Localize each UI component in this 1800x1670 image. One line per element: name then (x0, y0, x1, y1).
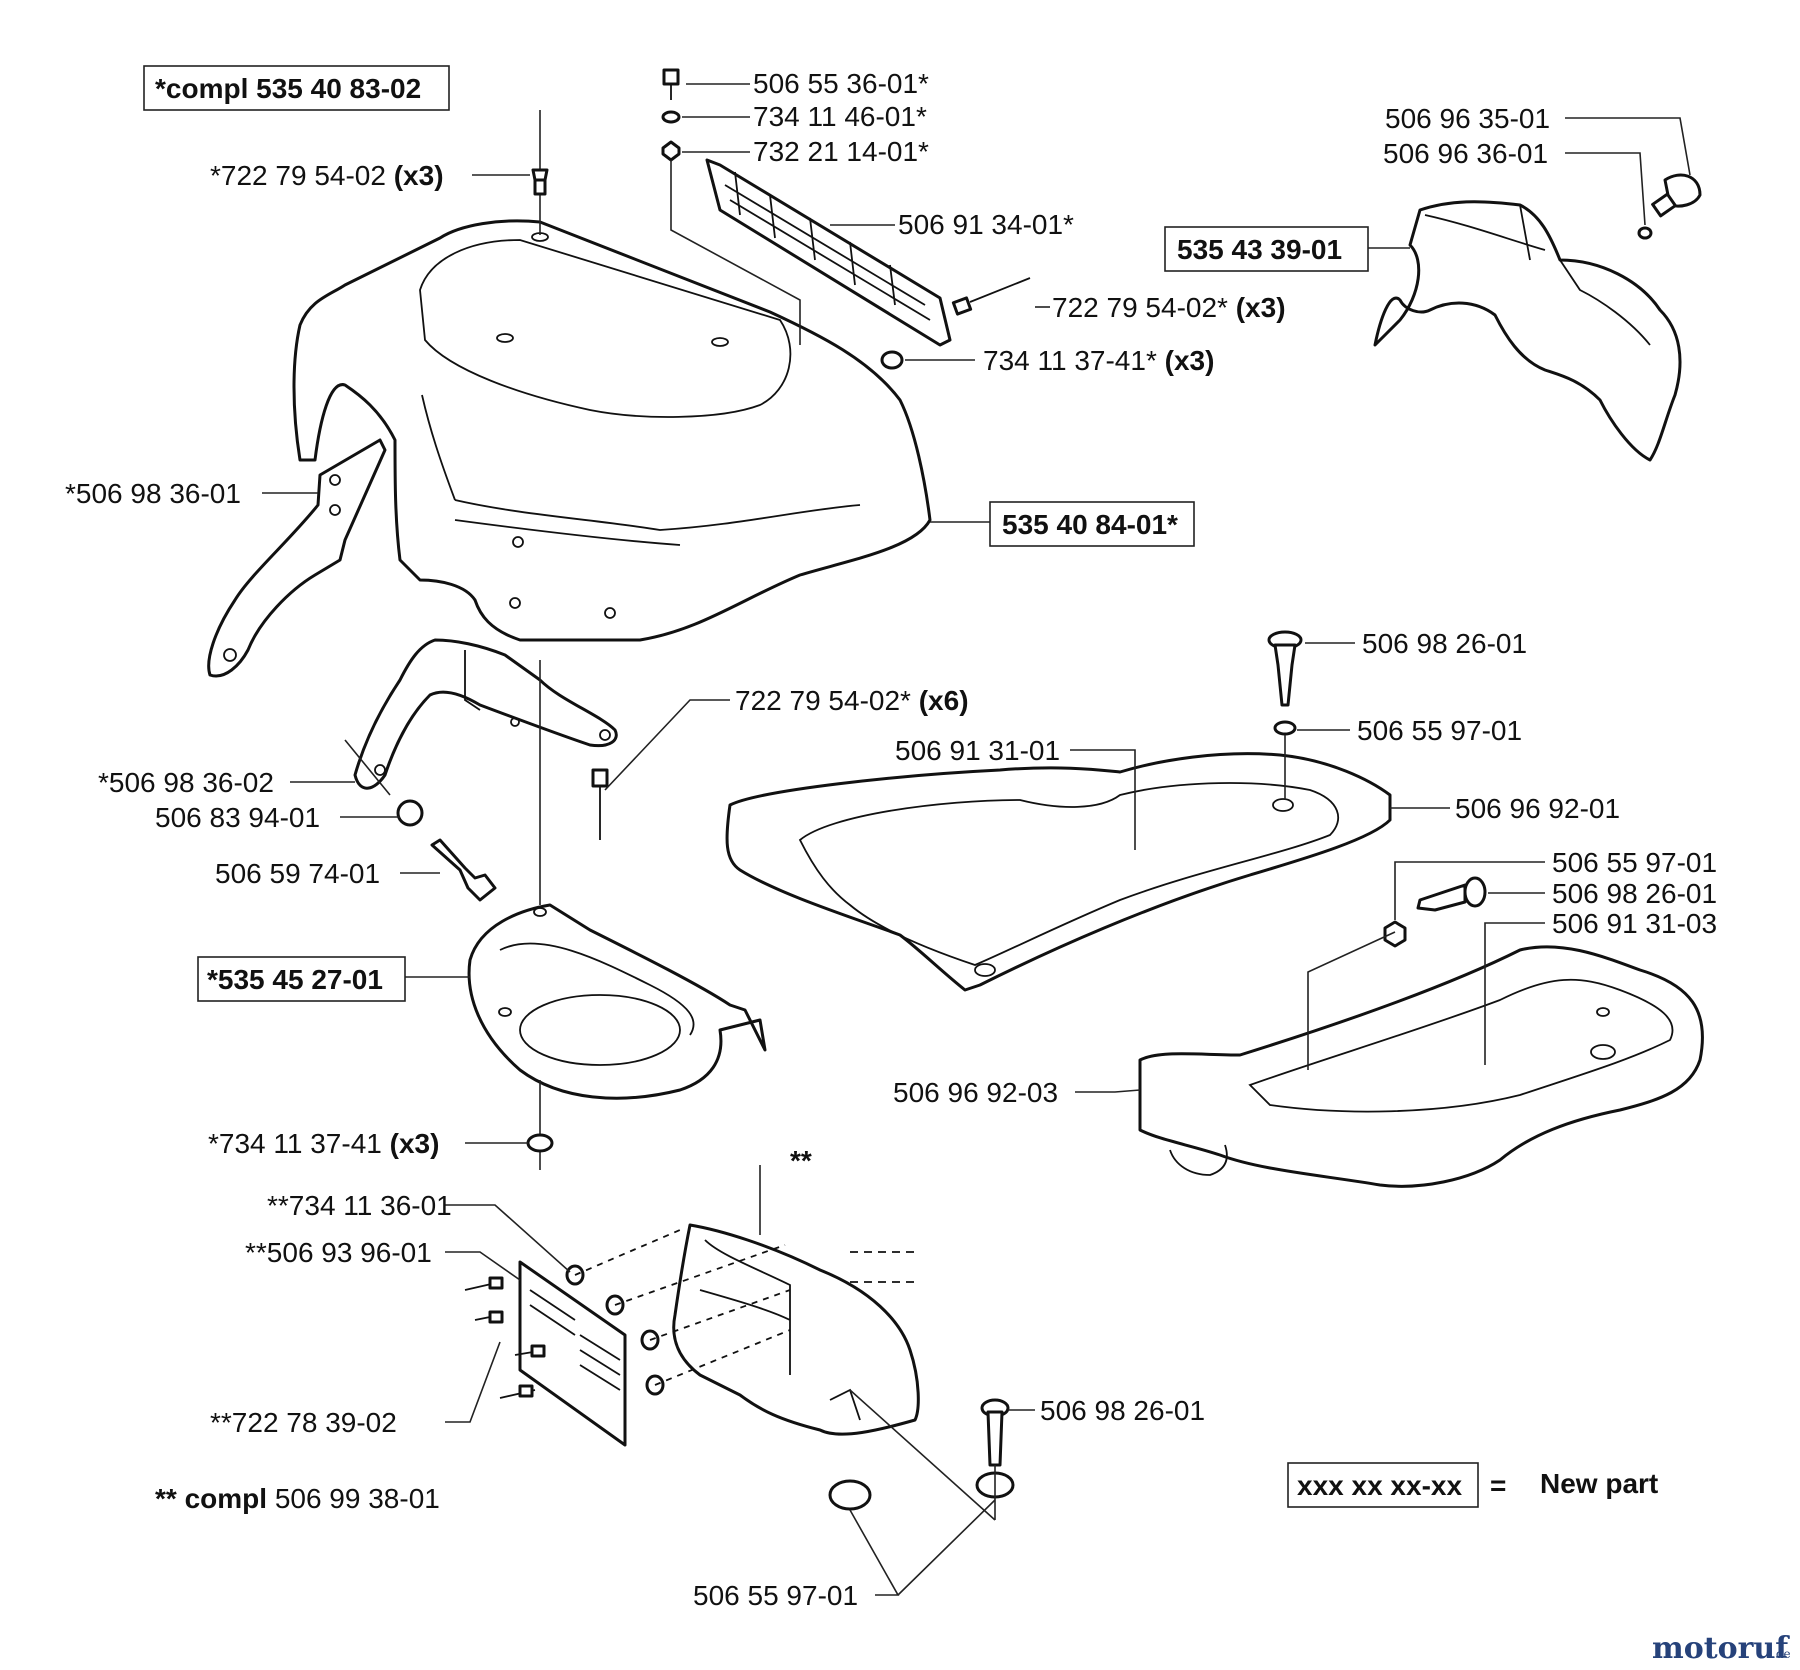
bolt-right-icon (1651, 173, 1702, 218)
label-nut-top: 732 21 14-01* (753, 136, 929, 167)
small-cover-screw-leader (849, 1389, 996, 1521)
label-washer-right-a: 506 96 36-01 (1383, 138, 1548, 169)
nut-grille-icon (880, 350, 904, 370)
label-footrest-b: 506 91 31-03 (1552, 908, 1717, 939)
label-washer-a: 506 55 97-01 (1357, 715, 1522, 746)
bowl-part (467, 903, 767, 1100)
label-grille: 506 91 34-01* (898, 209, 1074, 240)
label-double-star: ** (790, 1145, 812, 1176)
rivet-small-icons (464, 1276, 546, 1399)
label-screen-small: **506 93 96-01 (245, 1237, 432, 1268)
nut-top-leader (670, 160, 801, 345)
label-screw-c: 506 98 26-01 (1040, 1395, 1205, 1426)
label-washer-c: 506 55 97-01 (693, 1580, 858, 1611)
label-rivet-small: **722 78 39-02 (210, 1407, 397, 1438)
screw-b-icon (1416, 876, 1487, 912)
legend-equals: = (1490, 1470, 1506, 1501)
label-screw-a: 506 98 26-01 (1362, 628, 1527, 659)
washer-a-icon (1273, 720, 1297, 736)
label-nut-grille: 734 11 37-41* (x3) (983, 345, 1214, 376)
label-rivet-mid: 722 79 54-02* (x6) (735, 685, 969, 716)
small-screen-part (518, 1260, 627, 1447)
shroud-right-part (1373, 200, 1682, 462)
legend-box (1287, 1462, 1479, 1508)
spacer-mid-icon (396, 799, 424, 827)
watermark-accent: .de (1772, 1647, 1791, 1661)
nut-bowl-icon (526, 1133, 554, 1153)
label-rivet-top: *722 79 54-02 (x3) (210, 160, 444, 191)
label-screw-b: 506 98 26-01 (1552, 878, 1717, 909)
watermark-logo: motoruf .de (1652, 1631, 1791, 1666)
label-shroud-right: 535 43 39-01 (1177, 234, 1342, 265)
leader-lines (262, 83, 1691, 1596)
label-footrest-a: 506 91 31-01 (895, 735, 1060, 766)
label-bracket-left: *506 98 36-01 (65, 478, 241, 509)
hood-box (989, 501, 1195, 547)
label-bowl: *535 45 27-01 (207, 964, 383, 995)
label-spacer-mid: 506 83 94-01 (155, 802, 320, 833)
watermark-main: motoruf (1652, 1631, 1790, 1666)
label-nut-small: **734 11 36-01 (267, 1190, 452, 1221)
label-bolt-top: 506 55 36-01* (753, 68, 929, 99)
shroud-right-box (1164, 226, 1369, 272)
label-bolt-mid: 506 59 74-01 (215, 858, 380, 889)
screw-a-icon (1267, 630, 1303, 707)
label-nut-bowl: *734 11 37-41 (x3) (208, 1128, 439, 1159)
bracket-left-part (207, 438, 387, 678)
label-compl-bottom: ** compl 506 99 38-01 (155, 1483, 440, 1514)
label-footrest-a-end: 506 96 92-01 (1455, 793, 1620, 824)
compl-top-box (143, 65, 450, 111)
label-bolt-right-a: 506 96 35-01 (1385, 103, 1550, 134)
hood-part (292, 219, 932, 642)
washer-c-left-icon (828, 1479, 872, 1511)
label-hood: 535 40 84-01* (1002, 509, 1178, 540)
rivet-mid-icon (591, 768, 609, 840)
label-footrest-b-end: 506 96 92-03 (893, 1077, 1058, 1108)
grille-part (705, 158, 952, 347)
washer-b-leader-shaft (1307, 931, 1396, 1070)
footrest-a-part (725, 752, 1392, 992)
washer-b-icon (1383, 920, 1407, 948)
small-cover-part (672, 1223, 920, 1436)
label-washer-top: 734 11 46-01* (753, 101, 927, 132)
label-bracket-mid: *506 98 36-02 (98, 767, 274, 798)
washer-right-icon (1637, 226, 1653, 240)
footrest-b-part (1138, 945, 1704, 1188)
legend-text: New part (1540, 1468, 1658, 1499)
bolt-top-icon (662, 68, 680, 100)
label-washer-b: 506 55 97-01 (1552, 847, 1717, 878)
rivet-grille-icon (951, 277, 1031, 316)
label-compl-top: *compl 535 40 83-02 (155, 73, 421, 104)
rivet-top-icon (531, 168, 549, 196)
label-rivet-grille: 722 79 54-02* (x3) (1052, 292, 1286, 323)
nut-top-icon (661, 140, 681, 162)
washer-top-icon (661, 110, 681, 124)
bracket-mid-part (353, 638, 618, 790)
legend-sample: xxx xx xx-xx (1297, 1470, 1462, 1501)
screw-c-icon (980, 1398, 1010, 1467)
bowl-box (197, 956, 406, 1002)
bolt-mid-icon (430, 838, 497, 902)
